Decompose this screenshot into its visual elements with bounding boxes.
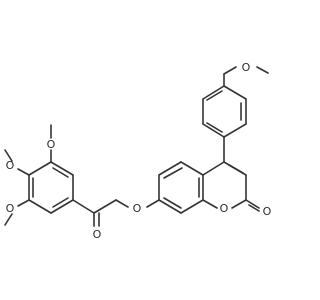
oxygen-label-ether-link: O: [133, 202, 142, 215]
methoxy-group-top: [223, 66, 269, 75]
oxygen-label-ring: O: [220, 202, 229, 215]
atom-labels: O O O O O O O O: [6, 61, 272, 241]
oxygen-label-trimethoxy-top: O: [47, 138, 56, 151]
oxygen-label-trimethoxy-mid: O: [6, 159, 15, 172]
molecule-structure-diagram: O O O O O O O O: [4, 61, 272, 241]
oxygen-label-trimethoxy-bottom: O: [6, 202, 15, 215]
trimethoxyphenyl-ring: [28, 161, 74, 214]
oxygen-label-lactone-carbonyl: O: [263, 205, 272, 218]
oxygen-label-ketone: O: [93, 228, 102, 241]
ether-ketone-linker: [72, 199, 160, 227]
coumarin-core: [158, 136, 260, 214]
oxygen-label-methoxy-top: O: [242, 61, 251, 74]
methoxyphenyl-ring: [202, 73, 247, 138]
trimethoxy-substituents: [4, 124, 52, 226]
